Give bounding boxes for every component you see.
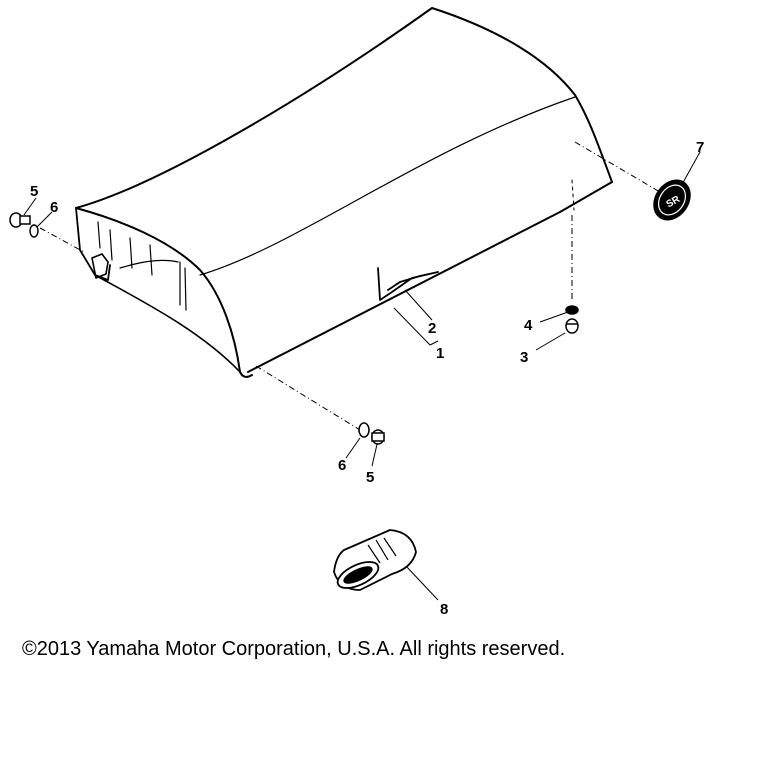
callout-6b: 6 <box>338 457 346 474</box>
callout-6a: 6 <box>50 199 58 216</box>
washer-bottom <box>358 422 370 438</box>
nut-washer <box>565 305 579 334</box>
guide-lines <box>23 141 701 601</box>
callout-numbers: 1 2 3 4 5 6 5 6 7 8 <box>30 139 704 618</box>
callout-1: 1 <box>436 345 444 362</box>
copyright-notice: ©2013 Yamaha Motor Corporation, U.S.A. A… <box>22 638 566 660</box>
guide-line-emblem <box>574 141 666 196</box>
seat-rear-mark <box>571 179 575 211</box>
seat-base-line <box>247 211 561 373</box>
leader-5a <box>23 197 37 216</box>
guide-line-front <box>39 227 85 253</box>
seat-front-nose <box>75 207 253 378</box>
emblem: SR <box>653 179 691 221</box>
seat-assembly <box>75 7 613 378</box>
leader-6b <box>345 437 361 459</box>
pouch-opening-inner <box>343 566 373 584</box>
leader-4 <box>539 311 569 323</box>
seat-pan-detail <box>97 221 187 311</box>
callout-3: 3 <box>520 349 528 366</box>
front-fasteners <box>9 212 39 238</box>
leader-8 <box>404 564 439 601</box>
bottom-fasteners <box>358 422 385 445</box>
callout-7: 7 <box>696 139 704 156</box>
seat-rear-edge <box>559 181 613 213</box>
callout-8: 8 <box>440 601 448 618</box>
leader-3 <box>535 332 566 351</box>
emblem-ring <box>657 184 687 216</box>
seat-cover-pouch <box>333 529 417 591</box>
seat-seam-line <box>199 96 576 276</box>
callout-2: 2 <box>428 320 436 337</box>
callout-4: 4 <box>524 317 533 334</box>
leader-2 <box>404 289 433 321</box>
callout-5b: 5 <box>366 469 374 486</box>
nut-3 <box>565 318 579 334</box>
seat-top-outline <box>75 7 613 209</box>
screw-bottom-shank <box>371 432 385 442</box>
callout-5a: 5 <box>30 183 38 200</box>
seat-bracket <box>91 253 109 279</box>
seat-pan-side <box>94 274 241 373</box>
washer-4 <box>565 305 579 315</box>
pouch-stripes <box>367 537 397 564</box>
screw-front-shank <box>19 215 31 225</box>
seat-pan-front <box>75 207 111 281</box>
guide-line-bottom <box>255 365 361 431</box>
washer-front <box>29 224 39 238</box>
emblem-badge <box>653 179 691 221</box>
leader-1 <box>393 307 439 346</box>
leader-6a <box>35 211 53 229</box>
seat-hook <box>377 267 439 301</box>
